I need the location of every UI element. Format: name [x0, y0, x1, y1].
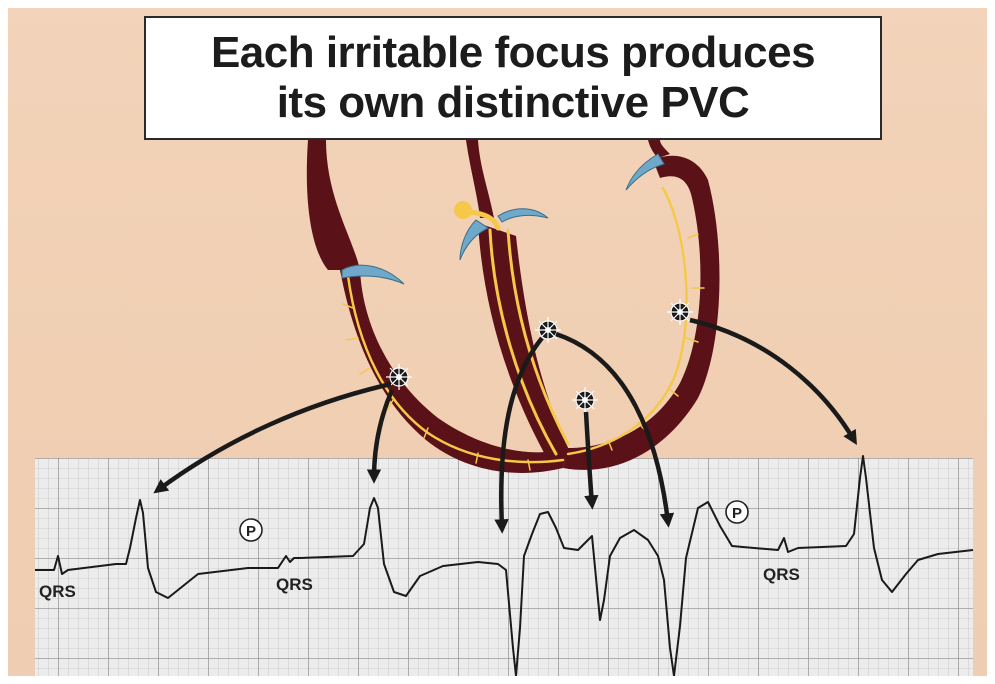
title-box: Each irritable focus produces its own di… [144, 16, 882, 140]
title-line-2: its own distinctive PVC [277, 78, 750, 128]
focus-septum-lower [572, 387, 598, 413]
heart-left-wall [307, 140, 568, 473]
svg-text:P: P [732, 505, 742, 522]
qrs-label-3: QRS [763, 565, 800, 584]
figure-page: QRS QRS QRS P P Each irritable focus pro… [8, 8, 987, 676]
title-line-1: Each irritable focus produces [211, 28, 815, 78]
p-wave-marker-1: P [240, 519, 262, 541]
svg-text:P: P [246, 523, 256, 540]
qrs-label-1: QRS [39, 582, 76, 601]
focus-right-wall [667, 299, 693, 325]
p-wave-marker-2: P [726, 501, 748, 523]
qrs-label-2: QRS [276, 575, 313, 594]
